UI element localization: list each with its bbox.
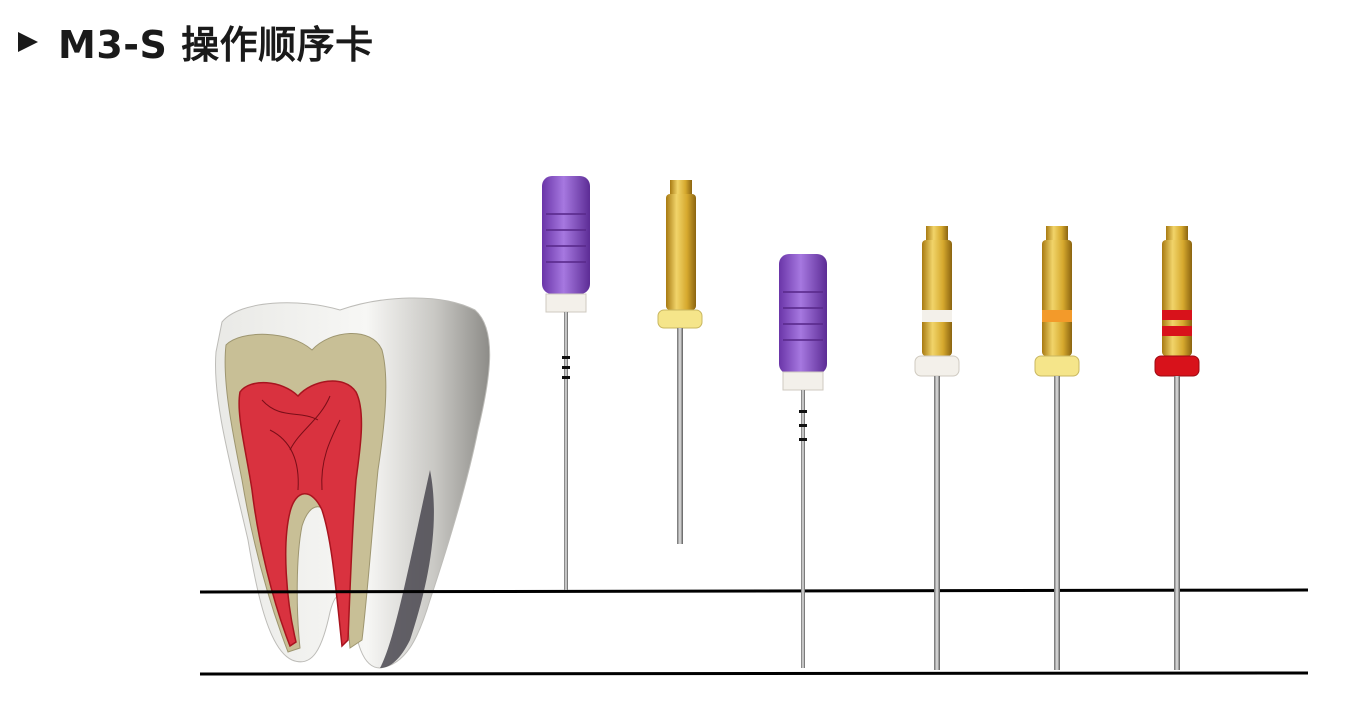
stop-white (782, 371, 824, 391)
pulp-nerves (261, 395, 341, 491)
band-white (922, 310, 952, 322)
file-shaft (1174, 376, 1180, 670)
file-shaft (1054, 376, 1060, 670)
rotary-file-4 (914, 226, 960, 670)
ring-white (914, 355, 960, 377)
hand-file-1 (542, 176, 590, 590)
file-shaft (934, 376, 940, 670)
file-shaft (564, 312, 568, 590)
title-text: M3-S 操作顺序卡 (58, 23, 374, 67)
band-red (1162, 326, 1192, 336)
rotary-file-6 (1154, 226, 1200, 670)
rotary-file-5 (1034, 226, 1080, 670)
file-shaft (801, 390, 805, 668)
tooth-dark-side (380, 470, 434, 668)
slide-title: M3-S 操作顺序卡 (18, 14, 374, 69)
arrow-bullet-icon (18, 31, 38, 52)
ring-yellow (657, 309, 703, 329)
band-orange (1042, 310, 1072, 322)
reference-line-lower (199, 671, 1309, 676)
rotary-file-2 (657, 180, 703, 544)
band-red (1162, 310, 1192, 320)
handle-purple (542, 176, 590, 294)
ring-red (1154, 355, 1200, 377)
tooth-illustration (215, 297, 491, 669)
file-shaft (677, 328, 683, 544)
pulp-chamber (238, 380, 363, 648)
handle-purple (779, 254, 827, 374)
hand-file-3 (779, 254, 827, 668)
stop-white (545, 293, 587, 313)
reference-line-upper (199, 588, 1309, 594)
ring-yellow (1034, 355, 1080, 377)
